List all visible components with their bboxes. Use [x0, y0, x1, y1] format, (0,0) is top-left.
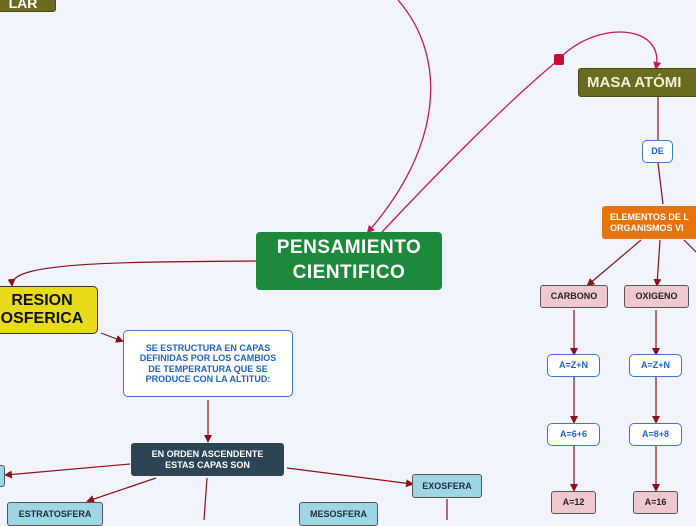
link-de-to-elementos — [657, 162, 664, 205]
carbono-sum-node[interactable]: A=6+6 — [547, 423, 600, 446]
mesosfera-node[interactable]: MESOSFERA — [299, 502, 378, 526]
carbono-result-node[interactable]: A=12 — [551, 491, 596, 514]
oxigeno-formula-node[interactable]: A=Z+N — [629, 354, 682, 377]
orden-ascendente-node[interactable]: EN ORDEN ASCENDENTE ESTAS CAPAS SON — [131, 443, 284, 476]
oxigeno-sum-node[interactable]: A=8+8 — [629, 423, 682, 446]
link-elementos-right — [683, 239, 696, 253]
top-left-node[interactable]: LAR — [0, 0, 56, 12]
pensamiento-cientifico-node[interactable]: PENSAMIENTO CIENTIFICO — [256, 232, 442, 290]
de-node[interactable]: DE — [642, 140, 673, 163]
oxigeno-result-node[interactable]: A=16 — [633, 491, 678, 514]
estratosfera-node[interactable]: ESTRATOSFERA — [7, 502, 103, 526]
link-central-to-handle — [381, 61, 557, 233]
link-elementos-to-carbono — [586, 239, 642, 287]
estructura-capas-node[interactable]: SE ESTRUCTURA EN CAPAS DEFINIDAS POR LOS… — [123, 330, 293, 397]
link-top-to-central — [366, 0, 432, 234]
masa-atomica-node[interactable]: MASA ATÓMI — [578, 68, 696, 97]
carbono-node[interactable]: CARBONO — [540, 285, 608, 308]
link-orden-to-exosfera — [286, 467, 414, 488]
link-central-to-presion — [7, 260, 257, 287]
left-partial-node[interactable] — [0, 465, 5, 487]
connection-handle[interactable] — [554, 54, 564, 65]
oxigeno-node[interactable]: OXIGENO — [624, 285, 689, 308]
presion-atmosferica-node[interactable]: RESION OSFERICA — [0, 286, 98, 334]
link-orden-to-left — [4, 463, 131, 479]
link-orden-to-estratosfera — [86, 477, 157, 503]
elementos-node[interactable]: ELEMENTOS DE L ORGANISMOS VI — [602, 206, 696, 239]
link-orden-down — [203, 477, 208, 520]
link-handle-to-masa — [561, 31, 662, 70]
link-presion-to-estructura — [100, 332, 124, 343]
link-elementos-to-oxigeno — [653, 239, 662, 287]
carbono-formula-node[interactable]: A=Z+N — [547, 354, 600, 377]
exosfera-node[interactable]: EXOSFERA — [412, 474, 482, 498]
